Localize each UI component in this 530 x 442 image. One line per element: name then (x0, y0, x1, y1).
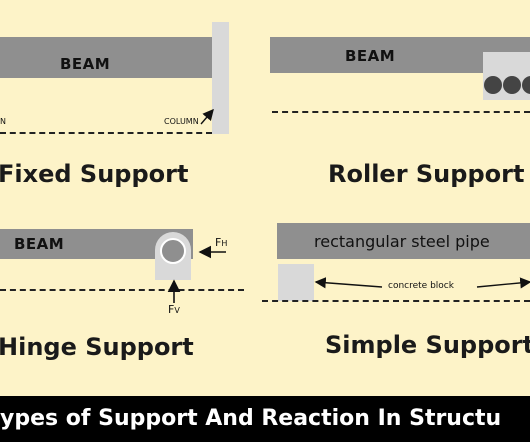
fh-letter: F (215, 236, 222, 249)
roller-ground-line (272, 111, 530, 113)
fv-subscript: V (174, 306, 180, 315)
roller-support-title: Roller Support (328, 160, 525, 188)
fh-subscript: H (221, 239, 228, 248)
block-arrow-left (314, 277, 383, 289)
roller-wheel-1 (484, 76, 502, 94)
roller-wheel-3 (522, 76, 530, 94)
roller-beam-label: BEAM (345, 47, 396, 65)
hinge-beam-label: BEAM (14, 235, 65, 253)
hinge-pin (160, 238, 186, 264)
simple-concrete-block (278, 264, 314, 301)
fixed-beam (0, 37, 212, 78)
simple-beam-label: rectangular steel pipe (314, 232, 490, 251)
fixed-column-label: COLUMN (164, 117, 199, 126)
fixed-column (212, 22, 229, 134)
hinge-fh-label: FH (215, 236, 227, 249)
block-arrow-right (476, 277, 530, 289)
fixed-left-label: N (0, 117, 6, 126)
fixed-beam-label: BEAM (60, 55, 111, 73)
simple-block-label: concrete block (388, 281, 454, 291)
hinge-ground-line (0, 289, 244, 291)
simple-ground-line (262, 300, 530, 302)
footer-banner: ypes of Support And Reaction In Structu (0, 396, 530, 442)
fv-letter: F (168, 303, 175, 316)
fixed-support-title: Fixed Support (0, 160, 189, 188)
hinge-fv-label: FV (168, 303, 180, 316)
column-arrow (200, 108, 214, 125)
simple-beam (277, 223, 530, 259)
hinge-support-title: Hinge Support (0, 333, 194, 361)
roller-wheel-2 (503, 76, 521, 94)
fixed-ground-line (0, 132, 212, 134)
simple-support-title: Simple Support (325, 331, 530, 359)
